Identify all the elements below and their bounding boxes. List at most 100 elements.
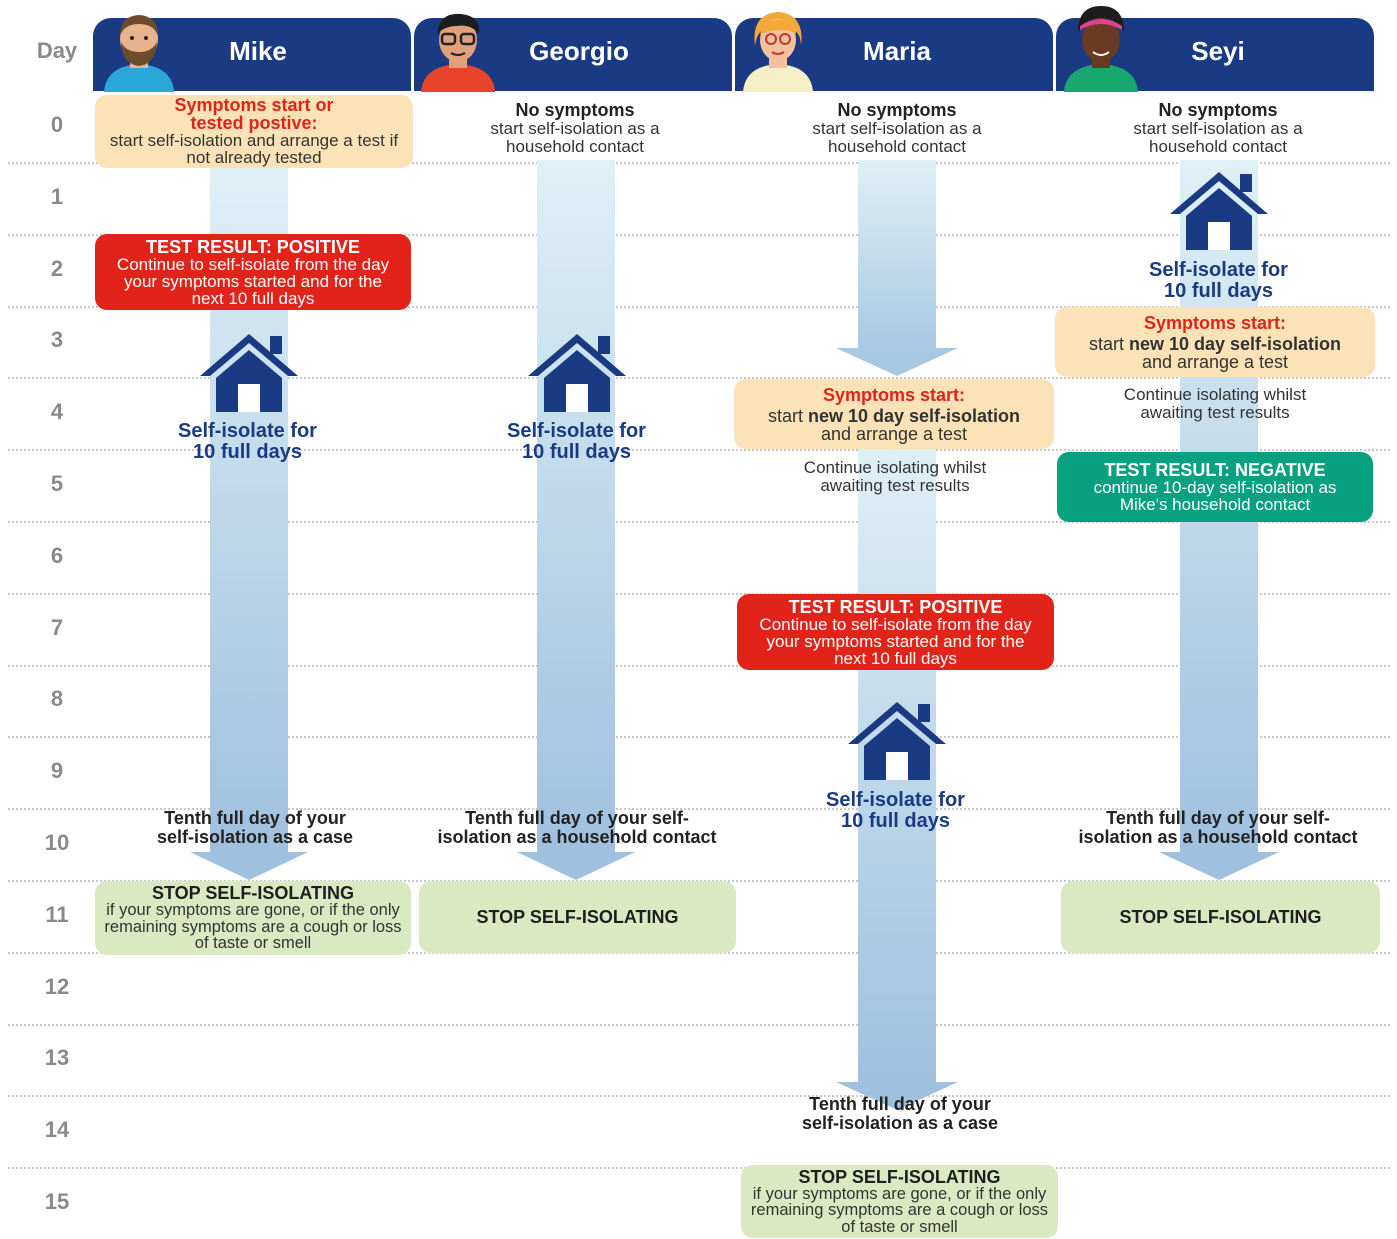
- day-divider: [8, 521, 1390, 523]
- seyi-symptoms-title: Symptoms start:: [1143, 312, 1287, 333]
- mike-symptoms-start-box: Symptoms start or tested postive: start …: [95, 95, 413, 168]
- georgio-name: Georgio: [529, 36, 629, 66]
- seyi-avatar: [1064, 6, 1138, 92]
- mike-tenth-line1: Tenth full day of your: [164, 808, 346, 828]
- maria-tenth-day-label: Tenth full day of your self-isolation as…: [755, 1095, 1045, 1133]
- georgio-tenth-line1: Tenth full day of your self-: [465, 808, 689, 828]
- seyi-timeline-arrowhead: [1159, 852, 1279, 880]
- day-number: 9: [50, 758, 64, 784]
- mike-test-result-title: TEST RESULT: POSITIVE: [146, 236, 360, 257]
- day-number: 6: [50, 542, 64, 568]
- mike-isolate-line2: 10 full days: [193, 441, 302, 463]
- mike-test-result-box: TEST RESULT: POSITIVE Continue to self-i…: [95, 234, 411, 310]
- maria-start-text: No symptoms start self-isolation as a ho…: [762, 101, 1032, 156]
- maria-first-shaft: [858, 160, 936, 350]
- day-number: 1: [50, 183, 64, 209]
- maria-isolate-label: Self-isolate for 10 full days: [793, 790, 998, 832]
- day-number: 5: [50, 471, 64, 496]
- seyi-tenth-line1: Tenth full day of your self-: [1106, 808, 1330, 828]
- day-divider: [8, 1023, 1390, 1026]
- mike-stop-box: STOP SELF-ISOLATING if your symptoms are…: [95, 881, 411, 955]
- seyi-isolate-line2: 10 full days: [1164, 280, 1273, 302]
- day-number: 11: [45, 901, 69, 927]
- georgio-avatar: [421, 13, 495, 92]
- mike-symptoms-start-body: start self-isolation and arrange a test …: [109, 130, 399, 167]
- mike-timeline-arrowhead: [190, 852, 308, 880]
- maria-start-title: No symptoms: [837, 100, 957, 120]
- maria-stop-body: if your symptoms are gone, or if the onl…: [750, 1184, 1049, 1236]
- day-number: 2: [50, 255, 64, 281]
- mike-stop-body: if your symptoms are gone, or if the onl…: [104, 901, 402, 953]
- maria-isolate-line1: Self-isolate for: [826, 789, 965, 811]
- seyi-test-result-body: continue 10-day self-isolation as Mike's…: [1093, 478, 1337, 514]
- day-number: 15: [44, 1189, 70, 1214]
- georgio-house-icon: [528, 334, 626, 412]
- seyi-name: Seyi: [1191, 36, 1245, 66]
- mike-symptoms-start-title: Symptoms start or tested postive:: [174, 95, 334, 133]
- seyi-house-icon: [1170, 172, 1268, 250]
- maria-name: Maria: [863, 36, 931, 66]
- georgio-timeline-shaft: [537, 160, 615, 855]
- seyi-tenth-day-label: Tenth full day of your self- isolation a…: [1053, 809, 1383, 847]
- day-number: 10: [44, 830, 70, 855]
- mike-name: Mike: [229, 36, 287, 66]
- day-number: 4: [50, 399, 64, 425]
- maria-isolate-line2: 10 full days: [841, 810, 950, 832]
- day-divider: [8, 664, 1390, 667]
- mike-avatar: [104, 15, 174, 92]
- day-divider: [8, 377, 1390, 380]
- seyi-tenth-line2: isolation as a household contact: [1078, 826, 1358, 847]
- seyi-awaiting-text: Continue isolating whilst awaiting test …: [1123, 385, 1307, 422]
- georgio-timeline-arrowhead: [517, 852, 635, 880]
- maria-stop-title: STOP SELF-ISOLATING: [798, 1166, 1001, 1187]
- maria-test-result-title: TEST RESULT: POSITIVE: [788, 596, 1003, 617]
- seyi-symptoms-post: and arrange a test: [1141, 351, 1289, 372]
- day-column-header: Day: [36, 38, 78, 63]
- maria-symptoms-bold: new 10 day self-isolation: [807, 405, 1021, 426]
- maria-second-arrowhead: [836, 1082, 958, 1110]
- day-divider: [8, 233, 1390, 236]
- maria-house-icon: [848, 702, 946, 780]
- georgio-stop-box: STOP SELF-ISOLATING: [419, 881, 736, 953]
- mike-isolate-label: Self-isolate for 10 full days: [145, 421, 350, 463]
- mike-tenth-day-label: Tenth full day of your self-isolation as…: [110, 809, 400, 847]
- mike-stop-title: STOP SELF-ISOLATING: [151, 883, 355, 904]
- georgio-tenth-line2: isolation as a household contact: [437, 826, 717, 847]
- mike-test-result-body: Continue to self-isolate from the day yo…: [116, 254, 390, 308]
- day-number: 14: [44, 1117, 70, 1143]
- day-number: 8: [50, 686, 64, 712]
- seyi-start-title: No symptoms: [1158, 100, 1278, 120]
- seyi-test-result-box: TEST RESULT: NEGATIVE continue 10-day se…: [1057, 452, 1373, 522]
- day-divider: [8, 1167, 1390, 1170]
- seyi-symptoms-bold: new 10 day self-isolation: [1128, 333, 1342, 354]
- maria-stop-box: STOP SELF-ISOLATING if your symptoms are…: [741, 1165, 1058, 1238]
- maria-symptoms-post: and arrange a test: [820, 423, 968, 444]
- georgio-isolate-line2: 10 full days: [522, 441, 631, 463]
- seyi-start-text: No symptoms start self-isolation as a ho…: [1083, 101, 1353, 156]
- maria-symptoms-title: Symptoms start:: [822, 384, 966, 405]
- maria-symptoms-box: Symptoms start: start new 10 day self-is…: [734, 379, 1054, 449]
- maria-start-body: start self-isolation as a household cont…: [812, 118, 982, 156]
- day-number: 13: [44, 1045, 70, 1071]
- georgio-isolate-label: Self-isolate for 10 full days: [474, 421, 679, 463]
- georgio-start-body: start self-isolation as a household cont…: [490, 118, 660, 156]
- maria-awaiting-text: Continue isolating whilst awaiting test …: [803, 458, 987, 495]
- seyi-symptoms-pre: start: [1088, 333, 1129, 354]
- maria-tenth-line2: self-isolation as a case: [801, 1112, 999, 1133]
- seyi-symptoms-body: start new 10 day self-isolation and arra…: [1080, 335, 1350, 371]
- maria-first-arrowhead: [836, 348, 958, 376]
- seyi-start-body: start self-isolation as a household cont…: [1133, 118, 1303, 156]
- maria-test-result-box: TEST RESULT: POSITIVE Continue to self-i…: [737, 594, 1054, 670]
- mike-tenth-line2: self-isolation as a case: [156, 826, 354, 847]
- georgio-start-title: No symptoms: [515, 100, 635, 120]
- day-divider: [8, 449, 1390, 452]
- day-divider: [8, 162, 1390, 164]
- georgio-isolate-line1: Self-isolate for: [507, 420, 646, 442]
- seyi-isolate-label: Self-isolate for 10 full days: [1116, 260, 1321, 302]
- seyi-test-result-title: TEST RESULT: NEGATIVE: [1104, 460, 1326, 480]
- day-number: 3: [50, 327, 64, 353]
- day-number: 7: [50, 614, 64, 640]
- georgio-tenth-day-label: Tenth full day of your self- isolation a…: [412, 809, 742, 847]
- maria-test-result-body: Continue to self-isolate from the day yo…: [759, 614, 1032, 668]
- mike-house-icon: [200, 334, 298, 412]
